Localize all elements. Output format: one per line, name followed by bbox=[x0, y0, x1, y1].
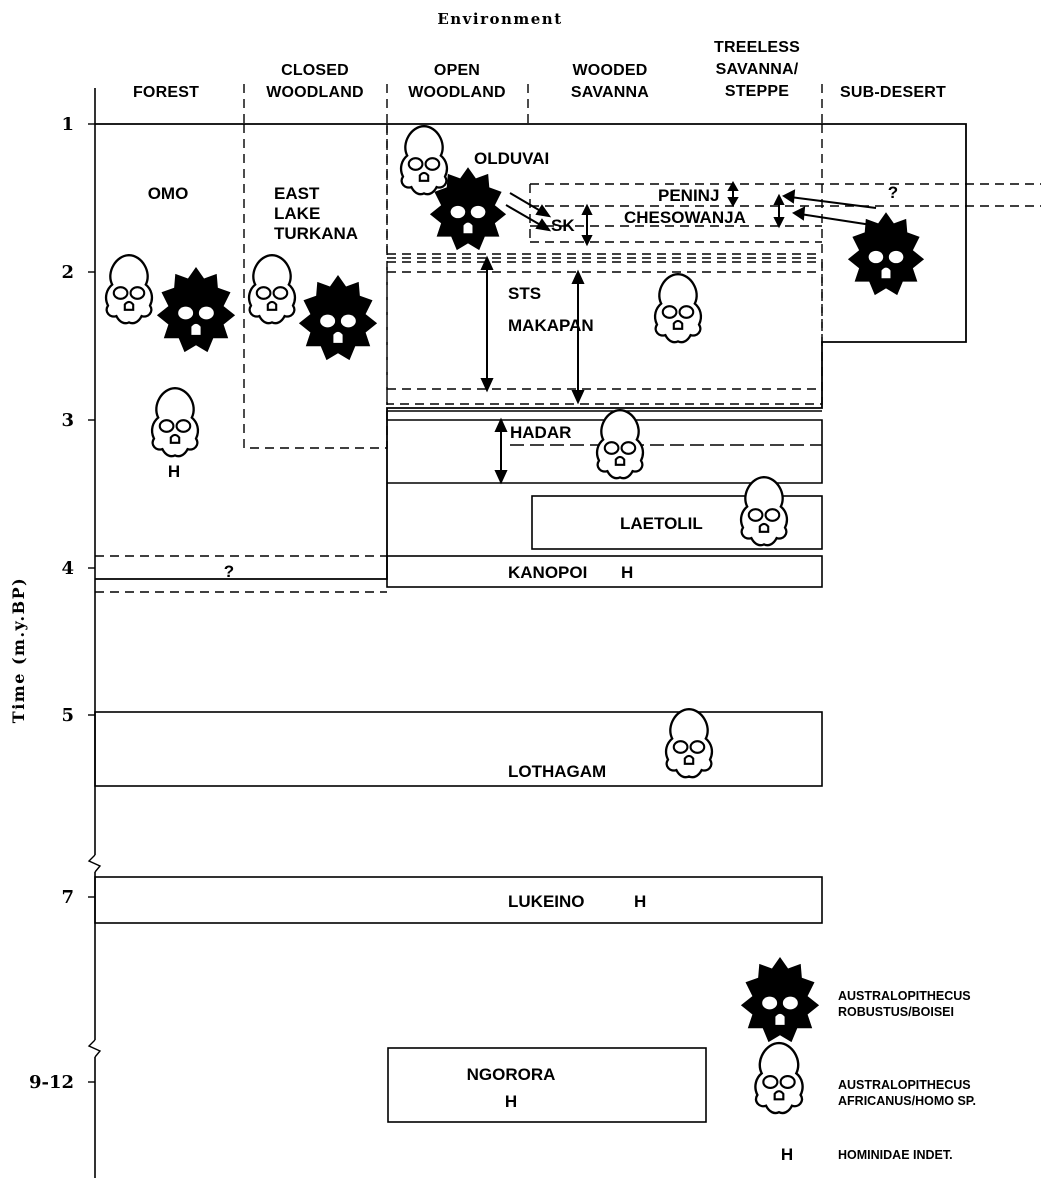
tick-label: 5 bbox=[61, 705, 74, 726]
environment-title: Environment bbox=[437, 10, 562, 28]
legend-africanus-label-1: AUSTRALOPITHECUS bbox=[838, 1078, 971, 1092]
lothagam-range bbox=[94, 711, 823, 787]
arrow-head bbox=[792, 206, 806, 221]
legend-robustus-label-2: ROBUSTUS/BOISEI bbox=[838, 1005, 954, 1019]
arrow-head bbox=[581, 203, 593, 215]
site-label-makapan: MAKAPAN bbox=[508, 316, 594, 335]
hominidae-indet-mark: H bbox=[505, 1092, 517, 1111]
legend-indet-symbol: H bbox=[781, 1145, 793, 1164]
africanus-skull-icon bbox=[106, 255, 152, 323]
site-label-olduvai: OLDUVAI bbox=[474, 149, 549, 168]
column-header-forest: FOREST bbox=[133, 84, 199, 101]
column-header-sub-desert: SUB-DESERT bbox=[840, 84, 946, 101]
subdesert-peninj-arrow bbox=[789, 196, 877, 209]
africanus-skull-icon bbox=[741, 477, 787, 545]
site-label-omo: OMO bbox=[148, 184, 189, 203]
range-arrows bbox=[480, 180, 879, 485]
site-label-peninj: PENINJ bbox=[658, 186, 719, 205]
tick-label: 3 bbox=[61, 410, 74, 431]
legend-indet-label: HOMINIDAE INDET. bbox=[838, 1148, 953, 1162]
arrow-head bbox=[782, 189, 796, 204]
site-label-laetolil: LAETOLIL bbox=[620, 514, 703, 533]
column-header-closed-woodland-line1: CLOSED bbox=[281, 62, 349, 79]
legend-robustus-skull-icon bbox=[740, 957, 820, 1043]
site-label-east-lake-turkana-1: EAST bbox=[274, 184, 320, 203]
legend-africanus-skull-icon bbox=[755, 1043, 802, 1113]
arrow-head bbox=[727, 197, 739, 208]
arrow-head bbox=[535, 218, 552, 232]
arrow-head bbox=[494, 470, 508, 485]
robustus-skull-icon bbox=[847, 212, 925, 296]
site-label-lothagam: LOTHAGAM bbox=[508, 762, 606, 781]
africanus-skull-icon bbox=[597, 410, 643, 478]
arrow-head bbox=[727, 180, 739, 191]
olduvai-sk-arrow bbox=[505, 204, 545, 228]
hominidae-indet-mark: H bbox=[621, 563, 633, 582]
column-header-open-woodland-line2: WOODLAND bbox=[408, 84, 506, 101]
laetolil-range bbox=[531, 495, 823, 550]
site-label-lukeino: LUKEINO bbox=[508, 892, 585, 911]
arrow-head bbox=[535, 204, 552, 218]
hominidae-indet-mark: H bbox=[168, 462, 180, 481]
africanus-skull-icon bbox=[249, 255, 295, 323]
kanopoi-range bbox=[386, 555, 823, 588]
arrow-head bbox=[571, 269, 585, 284]
site-label-hadar: HADAR bbox=[510, 423, 571, 442]
column-header-treeless-line3: STEPPE bbox=[725, 83, 789, 100]
legend-africanus-label-2: AFRICANUS/HOMO SP. bbox=[838, 1094, 976, 1108]
column-header-wooded-savanna-line2: SAVANNA bbox=[571, 84, 649, 101]
site-label-kanopoi: KANOPOI bbox=[508, 563, 587, 582]
africanus-skull-icon bbox=[152, 388, 198, 456]
olduvai-sk-arrow bbox=[509, 192, 545, 214]
axis-break bbox=[87, 1039, 102, 1058]
axis-break bbox=[87, 854, 102, 873]
column-header-treeless-line1: TREELESS bbox=[714, 39, 800, 56]
site-label-ngorora: NGORORA bbox=[467, 1065, 556, 1084]
site-label-east-lake-turkana-2: LAKE bbox=[274, 204, 320, 223]
ngorora-range bbox=[387, 1047, 707, 1123]
arrow-head bbox=[494, 417, 508, 432]
site-label-sk: SK bbox=[551, 216, 575, 235]
arrow-head bbox=[773, 193, 785, 205]
africanus-skull-icon bbox=[655, 274, 701, 342]
tick-label: 9-12 bbox=[29, 1072, 74, 1093]
africanus-skull-icon bbox=[666, 709, 712, 777]
arrow-head bbox=[773, 217, 785, 229]
subdesert-chesowanja-arrow bbox=[799, 213, 879, 227]
uncertainty-mark: ? bbox=[888, 183, 898, 202]
tick-label: 4 bbox=[61, 558, 74, 579]
arrow-head bbox=[480, 255, 494, 270]
africanus-skull-icon bbox=[401, 126, 447, 194]
site-label-east-lake-turkana-3: TURKANA bbox=[274, 224, 358, 243]
site-label-chesowanja: CHESOWANJA bbox=[624, 208, 746, 227]
robustus-skull-icon bbox=[156, 267, 236, 353]
sts-makapan-range bbox=[386, 261, 823, 405]
hominidae-indet-mark: H bbox=[634, 892, 646, 911]
tick-label: 2 bbox=[61, 262, 74, 283]
column-header-treeless-line2: SAVANNA/ bbox=[716, 61, 799, 78]
uncertainty-mark: ? bbox=[224, 562, 234, 581]
legend-robustus-label-1: AUSTRALOPITHECUS bbox=[838, 989, 971, 1003]
arrow-head bbox=[480, 378, 494, 393]
lukeino-range bbox=[94, 876, 823, 924]
tick-label: 7 bbox=[61, 887, 74, 908]
robustus-skull-icon bbox=[298, 275, 378, 361]
site-label-sts: STS bbox=[508, 284, 541, 303]
column-header-closed-woodland-line2: WOODLAND bbox=[266, 84, 364, 101]
column-header-wooded-savanna-line1: WOODED bbox=[573, 62, 648, 79]
time-axis-label: Time (m.y.BP) bbox=[9, 577, 28, 723]
column-header-open-woodland-line1: OPEN bbox=[434, 62, 480, 79]
tick-label: 1 bbox=[61, 114, 74, 135]
arrow-head bbox=[581, 235, 593, 247]
arrow-head bbox=[571, 390, 585, 405]
east-lake-turkana-range bbox=[243, 124, 388, 449]
